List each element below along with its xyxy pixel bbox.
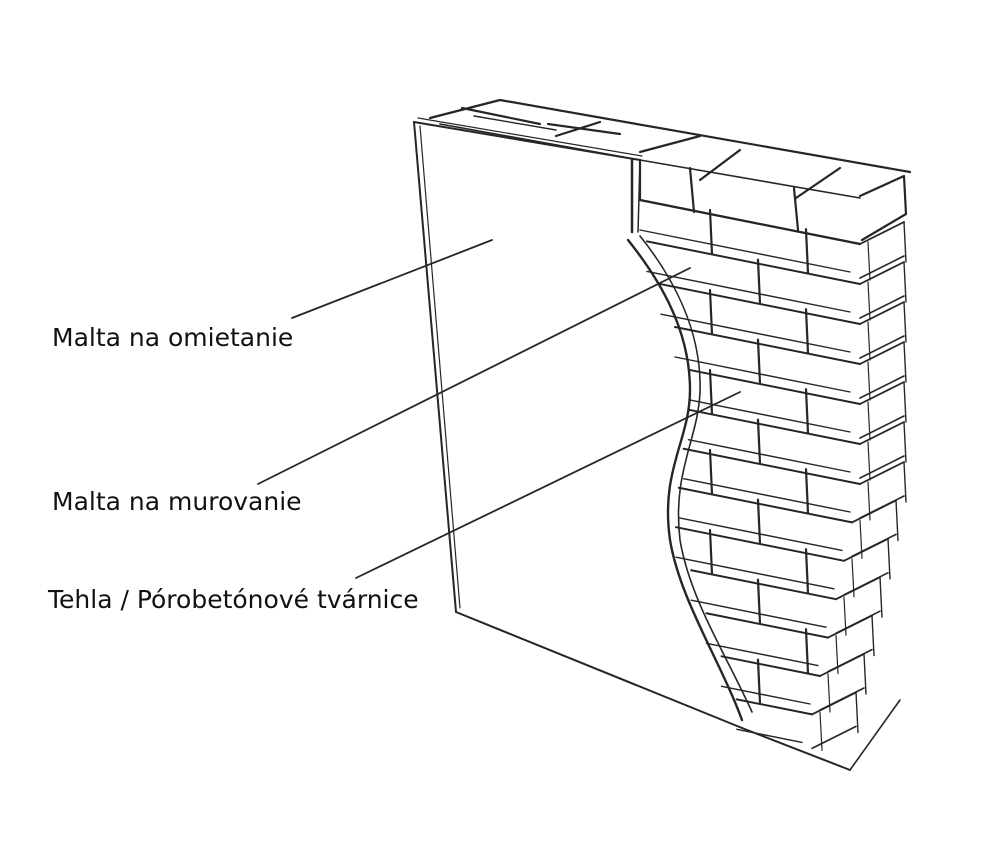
brick-stroke xyxy=(675,526,845,562)
brick-stroke xyxy=(903,381,907,423)
brick-stroke xyxy=(756,658,762,705)
brick-stroke xyxy=(859,255,905,279)
brick-stroke xyxy=(688,399,851,433)
brick-stroke xyxy=(674,356,851,393)
brick-stroke xyxy=(867,441,871,481)
brick-stroke xyxy=(756,498,762,545)
brick-stroke xyxy=(859,455,905,479)
brick-stroke xyxy=(804,388,810,435)
brick-stroke xyxy=(646,270,851,313)
brick-stroke xyxy=(682,447,861,485)
brick-stroke xyxy=(903,221,907,263)
brick-stroke xyxy=(690,569,837,601)
brick-stroke xyxy=(705,642,819,667)
brick-stroke xyxy=(741,727,851,771)
brick-stroke xyxy=(688,368,861,405)
leader-plaster xyxy=(291,239,493,319)
brick-stroke xyxy=(867,401,871,441)
leader-masonry xyxy=(257,267,691,485)
brick-stroke xyxy=(708,448,714,496)
brick-stroke xyxy=(804,308,810,355)
brick-stroke xyxy=(867,361,871,401)
brick-stroke xyxy=(682,478,851,513)
brick-stroke xyxy=(660,313,851,353)
brick-stroke xyxy=(646,240,861,285)
brick-stroke xyxy=(804,228,810,275)
brick-stroke xyxy=(863,653,867,695)
brick-stroke xyxy=(879,576,883,618)
brick-stroke xyxy=(859,461,905,485)
brick-stroke xyxy=(903,421,907,463)
brick-stroke xyxy=(859,421,905,445)
brick-stroke xyxy=(804,628,810,675)
brick-stroke xyxy=(674,326,861,365)
brick-stroke xyxy=(705,612,829,639)
brick-stroke xyxy=(903,301,907,343)
brick-stroke xyxy=(819,653,865,677)
brick-stroke xyxy=(867,281,871,321)
brick-stroke xyxy=(903,341,907,383)
brick-stroke xyxy=(859,381,905,405)
label-brick-blocks: Tehla / Pórobetónové tvárnice xyxy=(48,585,419,614)
brick-stroke xyxy=(835,576,881,601)
brick-stroke xyxy=(677,486,853,524)
brick-stroke xyxy=(819,711,823,751)
brick-stroke xyxy=(675,556,835,590)
brick-stroke xyxy=(895,499,899,542)
brick-stroke xyxy=(708,368,714,416)
brick-stroke xyxy=(708,288,714,336)
brick-stroke xyxy=(871,614,875,657)
brick-stroke xyxy=(867,241,871,281)
brick-stroke xyxy=(859,415,905,439)
leader-brick xyxy=(355,391,741,579)
brick-stroke xyxy=(859,221,905,245)
brick-stroke xyxy=(708,528,714,576)
brick-stroke xyxy=(903,261,907,303)
brick-stroke xyxy=(859,261,905,285)
mortar-edge xyxy=(626,235,753,722)
brick-stroke xyxy=(660,283,861,325)
brick-stroke xyxy=(827,614,873,639)
brick-stroke xyxy=(756,578,762,625)
brick-stroke xyxy=(756,338,762,385)
brick-stroke xyxy=(639,229,851,273)
brick-wall xyxy=(639,199,907,771)
brick-stroke xyxy=(849,699,901,771)
label-masonry-mortar: Malta na murovanie xyxy=(52,487,302,516)
brick-stroke xyxy=(859,295,905,319)
brick-stroke xyxy=(903,461,907,503)
brick-stroke xyxy=(867,321,871,361)
brick-stroke xyxy=(708,208,714,256)
leader-lines xyxy=(257,239,741,579)
brick-stroke xyxy=(859,375,905,399)
brick-stroke xyxy=(687,408,861,445)
brick-stroke xyxy=(859,301,905,325)
brick-stroke xyxy=(859,335,905,359)
brick-stroke xyxy=(855,691,859,734)
brick-stroke xyxy=(756,418,762,465)
brick-stroke xyxy=(756,258,762,305)
brick-stroke xyxy=(804,468,810,515)
brick-stroke xyxy=(735,698,813,716)
wall-top xyxy=(428,98,912,246)
brick-stroke xyxy=(843,537,889,562)
brick-stroke xyxy=(811,691,857,716)
label-plaster-mortar: Malta na omietanie xyxy=(52,323,294,352)
brick-stroke xyxy=(804,548,810,595)
brick-stroke xyxy=(887,538,891,580)
brick-stroke xyxy=(720,655,821,677)
brick-stroke xyxy=(811,725,857,750)
brick-stroke xyxy=(720,685,811,705)
brick-stroke xyxy=(687,438,851,473)
plaster-layer xyxy=(413,117,743,729)
brick-stroke xyxy=(736,728,803,744)
brick-stroke xyxy=(851,499,897,524)
brick-stroke xyxy=(859,341,905,365)
